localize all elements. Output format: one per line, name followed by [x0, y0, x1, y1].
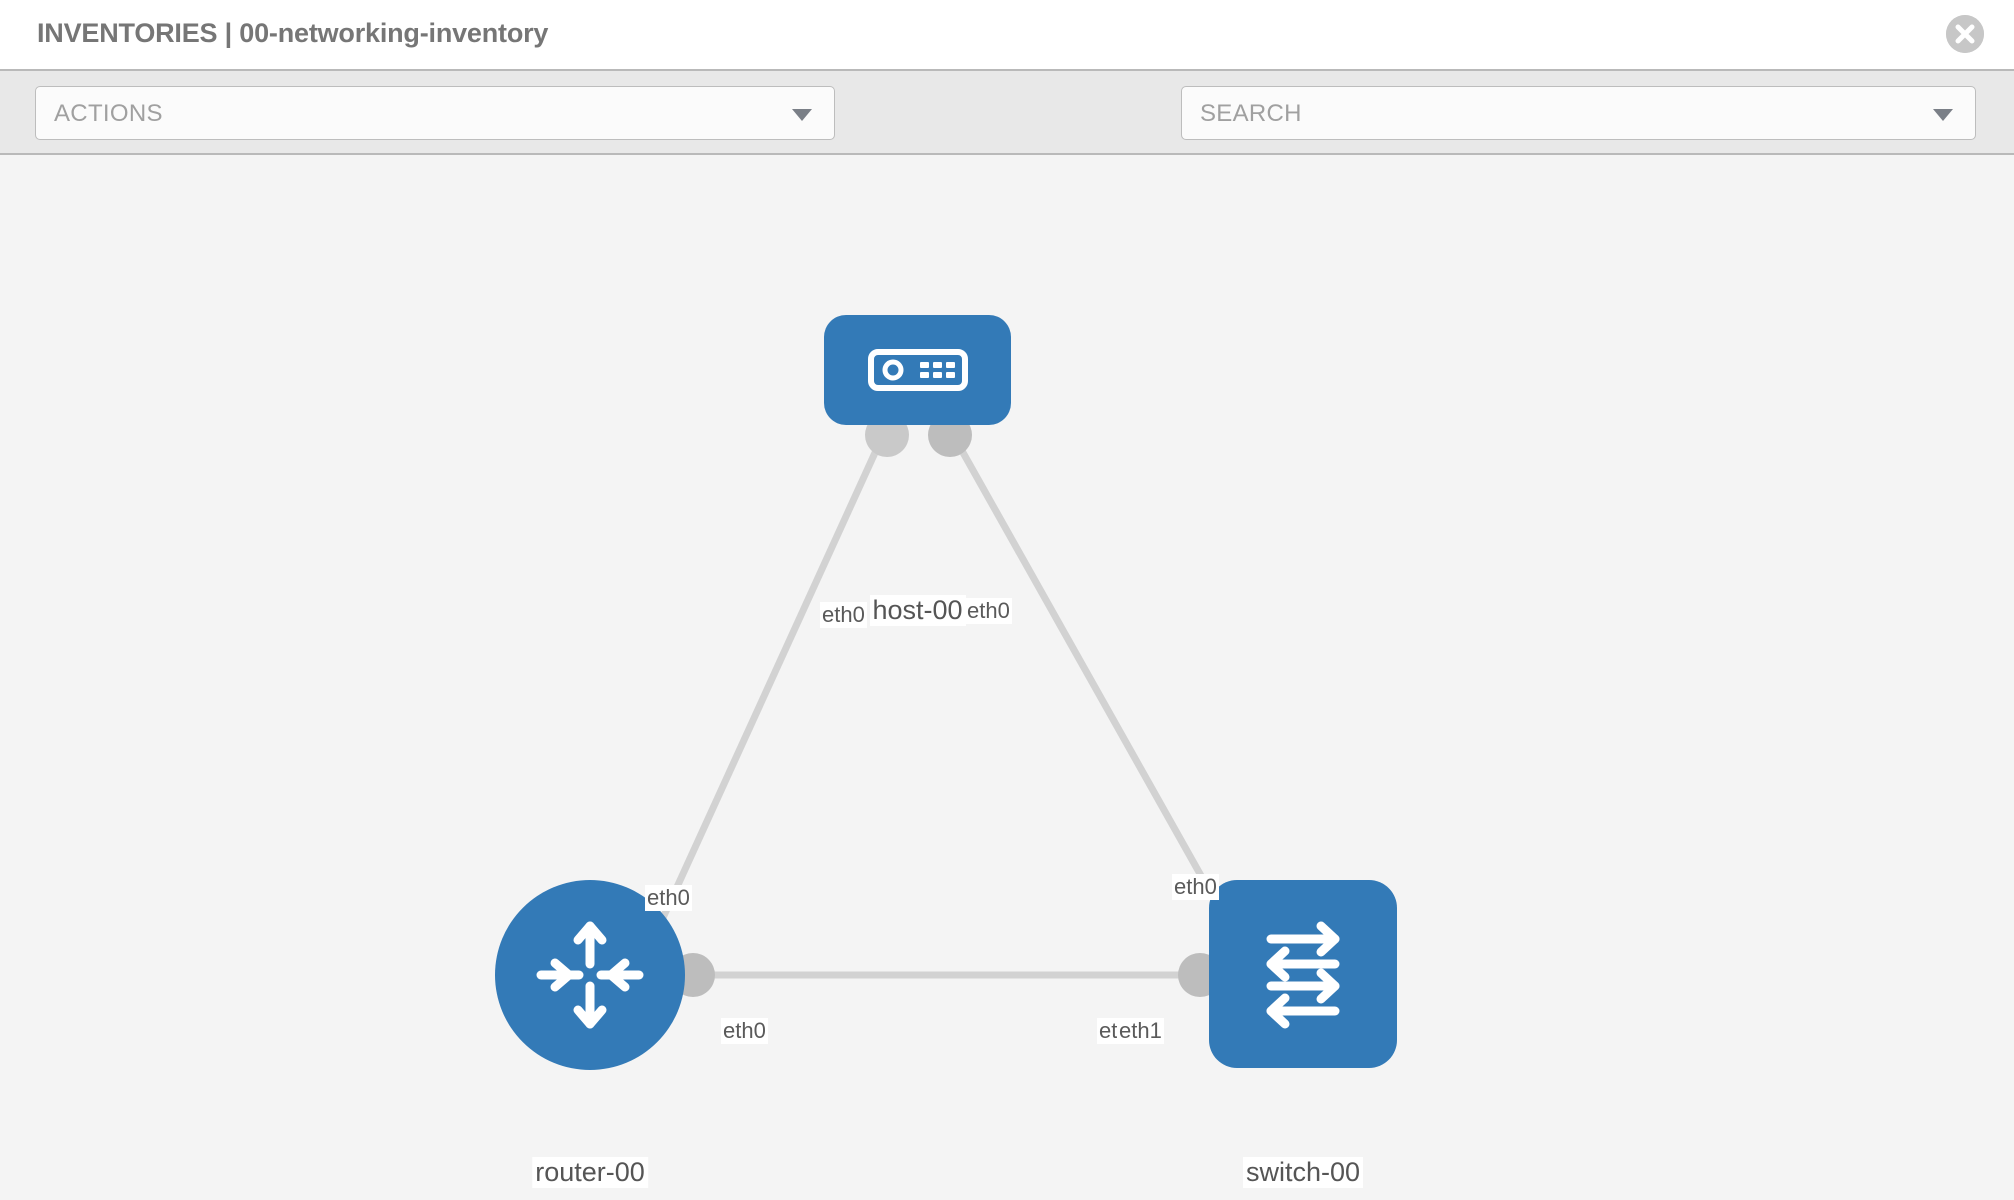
chevron-down-icon: [1933, 109, 1953, 121]
actions-dropdown[interactable]: ACTIONS: [35, 86, 835, 140]
toolbar: ACTIONS SEARCH: [0, 69, 2014, 197]
search-placeholder: SEARCH: [1200, 100, 1302, 127]
topology-canvas[interactable]: host-00 router-00: [0, 155, 2014, 1200]
chevron-down-icon: [792, 109, 812, 121]
actions-dropdown-label: ACTIONS: [54, 100, 163, 127]
switch-node-label: switch-00: [1242, 1157, 1364, 1188]
edge-label-host-right: eth0: [965, 598, 1012, 624]
topology-node-switch-00[interactable]: switch-00: [1209, 880, 1397, 1188]
page-header: INVENTORIES | 00-networking-inventory: [0, 0, 2014, 69]
router-node-shape[interactable]: [495, 880, 685, 1070]
edge-label-router-up: eth0: [645, 885, 692, 911]
topology-node-host-00[interactable]: host-00: [824, 315, 1011, 626]
close-icon[interactable]: [1946, 15, 1984, 53]
host-node-label: host-00: [869, 595, 966, 626]
page-title: INVENTORIES | 00-networking-inventory: [37, 18, 549, 48]
edge-label-host-left: eth0: [820, 602, 867, 628]
topology-links: [642, 413, 1259, 997]
edge-label-router-right: eth0: [721, 1018, 768, 1044]
router-arrows-icon: [536, 921, 644, 1029]
edge-label-switch-up: eth0: [1172, 874, 1219, 900]
router-node-label: router-00: [532, 1157, 648, 1188]
host-node-shape[interactable]: [824, 315, 1011, 425]
edge-label-switch-left: eth1: [1117, 1018, 1164, 1044]
switch-node-shape[interactable]: [1209, 880, 1397, 1068]
search-input[interactable]: SEARCH: [1181, 86, 1976, 140]
server-device-icon: [867, 349, 968, 391]
switch-arrows-icon: [1266, 921, 1340, 1029]
topology-node-router-00[interactable]: router-00: [495, 880, 685, 1188]
